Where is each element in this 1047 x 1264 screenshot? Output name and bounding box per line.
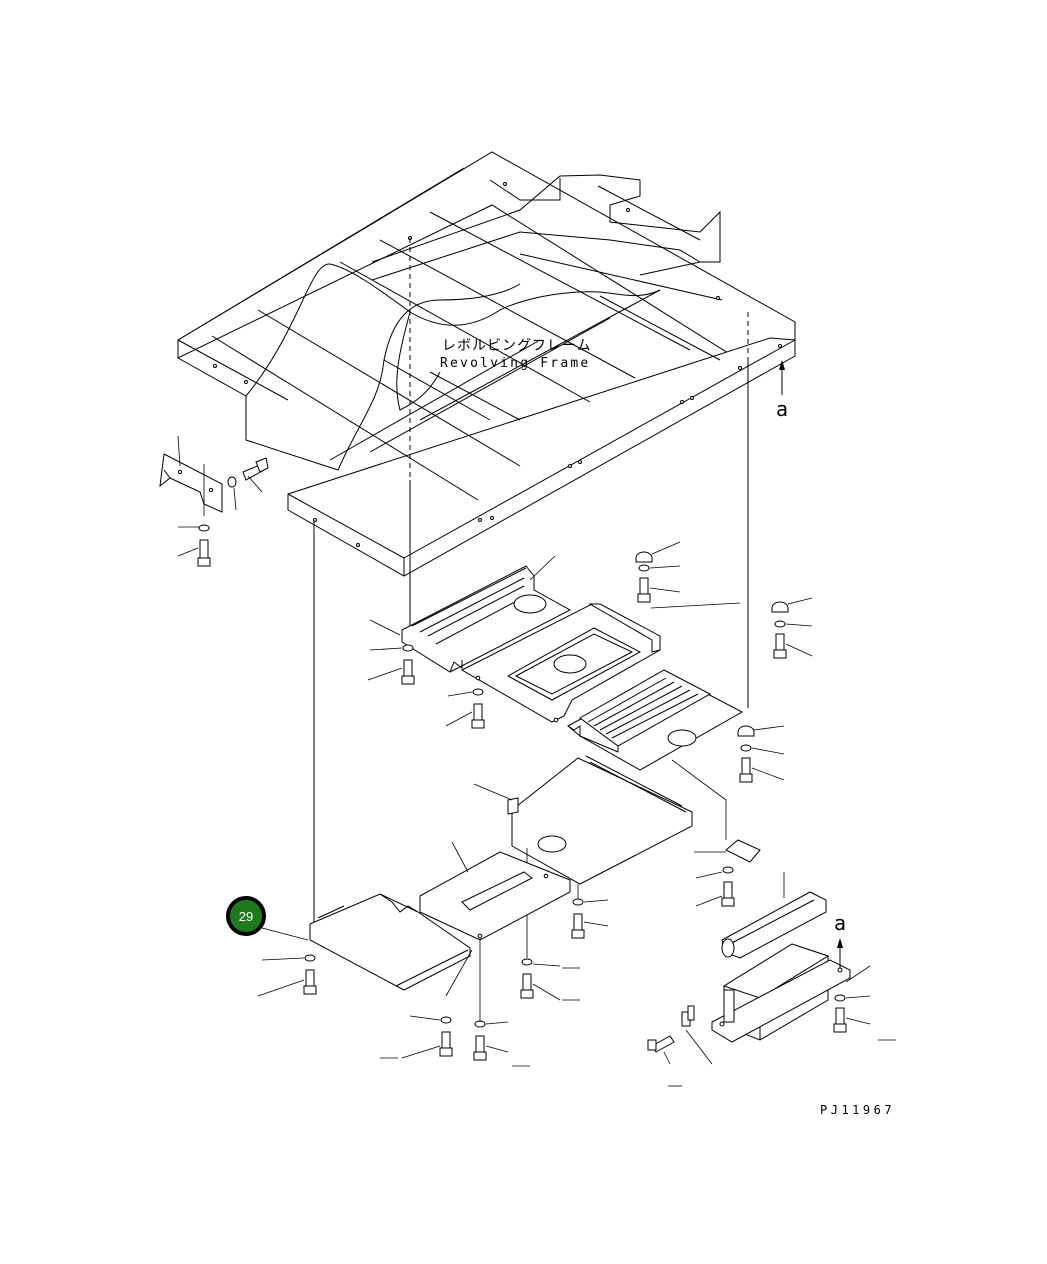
revolving-frame: レボルビングフレーム Revolving Frame a bbox=[177, 151, 796, 577]
view-arrow-bottom: a bbox=[834, 911, 846, 968]
bolt-group-10 bbox=[401, 1015, 453, 1059]
view-arrow-top: a bbox=[776, 360, 788, 421]
left-bracket bbox=[159, 435, 269, 567]
bolt-group-1 bbox=[367, 644, 415, 685]
upper-cover-centre bbox=[460, 602, 741, 723]
bolt-group-11 bbox=[473, 938, 509, 1061]
bolt-group-3 bbox=[635, 541, 681, 603]
drawing-code: PJ11967 bbox=[820, 1103, 895, 1117]
lower-cover-left bbox=[309, 893, 473, 997]
callout-29[interactable]: 29 bbox=[226, 896, 309, 941]
box-cover bbox=[721, 872, 827, 959]
frame-label-english: Revolving Frame bbox=[440, 356, 590, 371]
fasteners bbox=[257, 541, 813, 1061]
view-marker-bottom: a bbox=[834, 911, 846, 935]
bolt-group-8 bbox=[520, 958, 561, 1001]
bolt-group-2 bbox=[445, 688, 485, 729]
view-marker-top: a bbox=[776, 397, 788, 421]
lower-cover-middle bbox=[473, 755, 693, 958]
box-case: a bbox=[647, 911, 896, 1087]
lower-cover-slot bbox=[419, 841, 571, 941]
bolt-group-6 bbox=[694, 839, 761, 907]
bolt-group-7 bbox=[571, 898, 609, 939]
assembly-lines bbox=[245, 238, 749, 930]
bolt-group-4 bbox=[771, 597, 813, 659]
bolt-group-5 bbox=[737, 725, 785, 783]
frame-label-japanese: レボルビングフレーム bbox=[442, 338, 592, 354]
callout-29-label: 29 bbox=[239, 909, 253, 924]
upper-cover-right bbox=[567, 669, 744, 840]
leader-ticks bbox=[380, 967, 580, 1067]
bolt-group-9 bbox=[257, 954, 317, 997]
